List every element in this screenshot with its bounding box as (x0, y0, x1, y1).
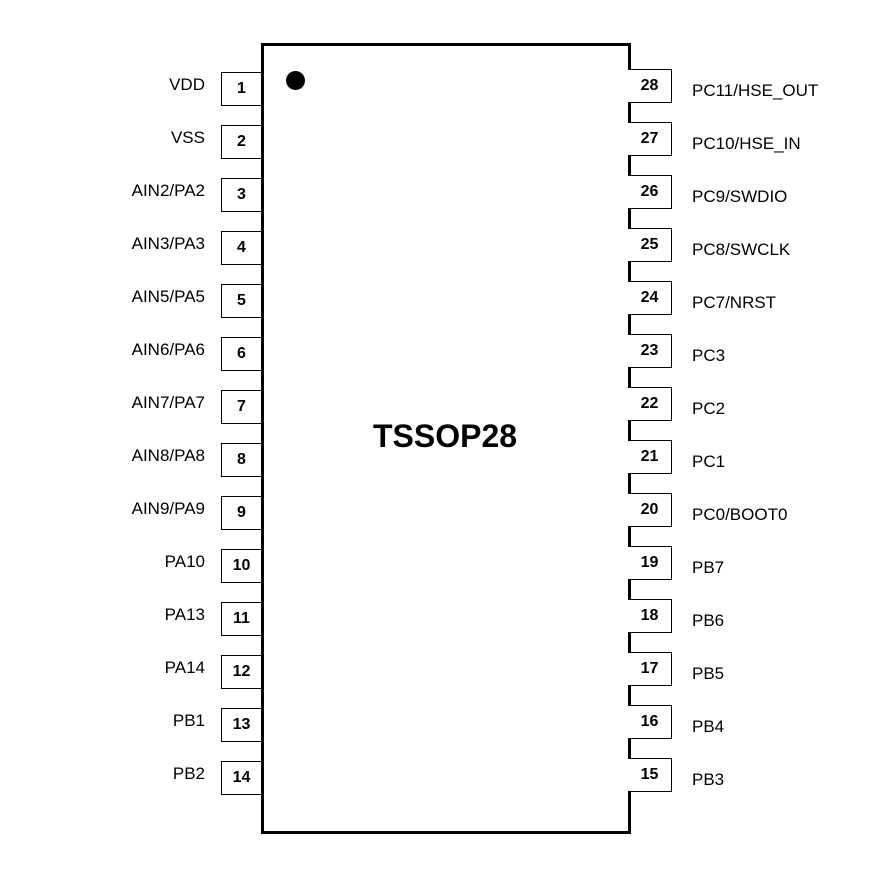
pin-label: PB2 (172, 764, 205, 783)
pin-number-box: 2 (221, 125, 261, 159)
pin-label: PB5 (692, 664, 725, 683)
pin-number-box: 3 (221, 178, 261, 212)
pin-number-box: 10 (221, 549, 261, 583)
pin-label: AIN3/PA3 (131, 234, 205, 253)
pin-number-box: 15 (628, 758, 672, 792)
pin-number-box: 16 (628, 705, 672, 739)
pin-label: PB1 (172, 711, 205, 730)
pin-number-box: 21 (628, 440, 672, 474)
pin-number-box: 12 (221, 655, 261, 689)
pin-number-box: 6 (221, 337, 261, 371)
pin-number-box: 20 (628, 493, 672, 527)
pin-label: VDD (169, 75, 205, 94)
pin-number-box: 1 (221, 72, 261, 106)
pin-number-box: 28 (628, 69, 672, 103)
pin-number-box: 13 (221, 708, 261, 742)
pin-number-box: 26 (628, 175, 672, 209)
pin-label: PC2 (692, 399, 726, 418)
pin-label: AIN7/PA7 (131, 393, 205, 412)
pin-label: PA14 (164, 658, 205, 677)
pin-number-box: 18 (628, 599, 672, 633)
pin-label: PB6 (692, 611, 725, 630)
pin-label: PC10/HSE_IN (692, 134, 801, 153)
pin-number-box: 17 (628, 652, 672, 686)
pin-number-box: 11 (221, 602, 261, 636)
pin-number-box: 7 (221, 390, 261, 424)
pin-number-box: 5 (221, 284, 261, 318)
pin-number-box: 4 (221, 231, 261, 265)
pin-label: PC3 (692, 346, 726, 365)
pin-label: AIN2/PA2 (131, 181, 205, 200)
pin1-marker-dot (286, 71, 305, 90)
pin-label: PC9/SWDIO (692, 187, 788, 206)
pin-label: PA13 (164, 605, 205, 624)
pin-label: PA10 (164, 552, 205, 571)
pin-number-box: 22 (628, 387, 672, 421)
pin-label: PB7 (692, 558, 725, 577)
pin-label: AIN6/PA6 (131, 340, 205, 359)
pin-number-box: 14 (221, 761, 261, 795)
pin-number-box: 19 (628, 546, 672, 580)
pin-label: AIN9/PA9 (131, 499, 205, 518)
pin-number-box: 23 (628, 334, 672, 368)
pin-label: AIN5/PA5 (131, 287, 205, 306)
pin-label: PC8/SWCLK (692, 240, 791, 259)
pin-label: PB3 (692, 770, 725, 789)
pin-label: PC11/HSE_OUT (692, 81, 819, 100)
chip-body (261, 43, 631, 834)
pin-label: PC1 (692, 452, 726, 471)
pin-number-box: 24 (628, 281, 672, 315)
pin-number-box: 27 (628, 122, 672, 156)
pin-label: VSS (170, 128, 205, 147)
package-title: TSSOP28 (372, 418, 518, 454)
pin-number-box: 9 (221, 496, 261, 530)
pin-label: PC7/NRST (692, 293, 777, 312)
pin-label: PC0/BOOT0 (692, 505, 788, 524)
pin-label: PB4 (692, 717, 725, 736)
pin-number-box: 8 (221, 443, 261, 477)
pin-label: AIN8/PA8 (131, 446, 205, 465)
pin-number-box: 25 (628, 228, 672, 262)
